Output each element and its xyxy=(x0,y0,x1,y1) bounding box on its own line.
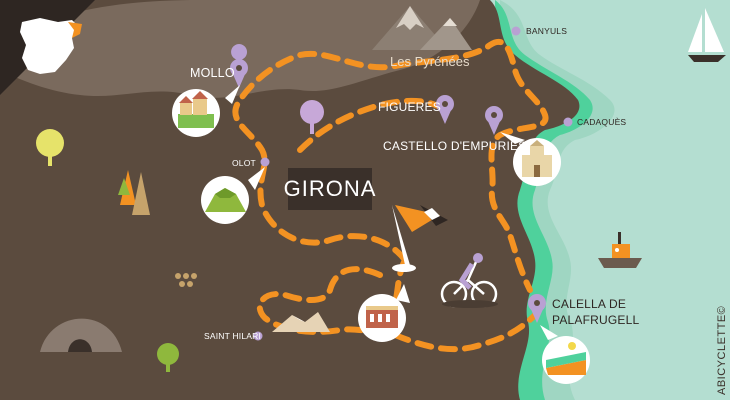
spain-inset xyxy=(20,18,80,74)
figueres-pin-icon xyxy=(436,95,454,124)
cadaques-label: CADAQUÈS xyxy=(577,117,627,127)
credit-label: ABICYCLETTE© xyxy=(716,305,728,395)
calella-pin-icon xyxy=(528,294,546,323)
girona-label: GIRONA xyxy=(283,176,377,201)
calella-beach-bubble-icon xyxy=(540,325,590,384)
banyuls-label: BANYULS xyxy=(526,26,568,36)
pyrenees-mountains xyxy=(372,6,472,50)
cadaques-dot-icon xyxy=(563,117,573,127)
hill-tunnel-icon xyxy=(40,318,122,352)
route-markers xyxy=(230,26,573,341)
mollo-label: MOLLO xyxy=(190,66,235,80)
olot-dot-icon xyxy=(260,157,270,167)
figueres-label: FIGUERES xyxy=(378,100,441,114)
saint-hilari-mountain-icon xyxy=(272,312,330,332)
saint-hilari-dot-icon xyxy=(253,331,263,341)
mollo-pin-icon xyxy=(230,44,248,88)
calella-label-line1: CALELLA DE xyxy=(552,297,627,311)
cyclist-icon xyxy=(440,253,498,308)
calella-label-line2: PALAFRUGELL xyxy=(552,313,640,327)
saint-hilari-label: SAINT HILARI xyxy=(204,331,262,341)
fishing-boat-icon xyxy=(598,232,642,268)
castello-label: CASTELLO D'EMPURIES xyxy=(383,139,527,153)
banyuls-dot-icon xyxy=(511,26,521,36)
sailboat-icon xyxy=(688,8,726,62)
checkered-flag-icon xyxy=(392,205,448,272)
castello-pin-icon xyxy=(485,106,503,135)
olot-volcano-bubble-icon xyxy=(201,167,265,224)
pyrenees-label: Les Pyrénées xyxy=(390,54,470,69)
catalonia-highlight xyxy=(68,22,82,38)
tree-icons xyxy=(36,100,324,372)
mollo-village-bubble-icon xyxy=(172,85,240,137)
girona-colosseum-bubble-icon xyxy=(358,284,410,342)
olot-label: OLOT xyxy=(232,158,256,168)
rock-cluster-icon xyxy=(175,273,197,287)
girona-label-box: GIRONA xyxy=(284,168,375,210)
castello-church-bubble-icon xyxy=(500,132,561,186)
